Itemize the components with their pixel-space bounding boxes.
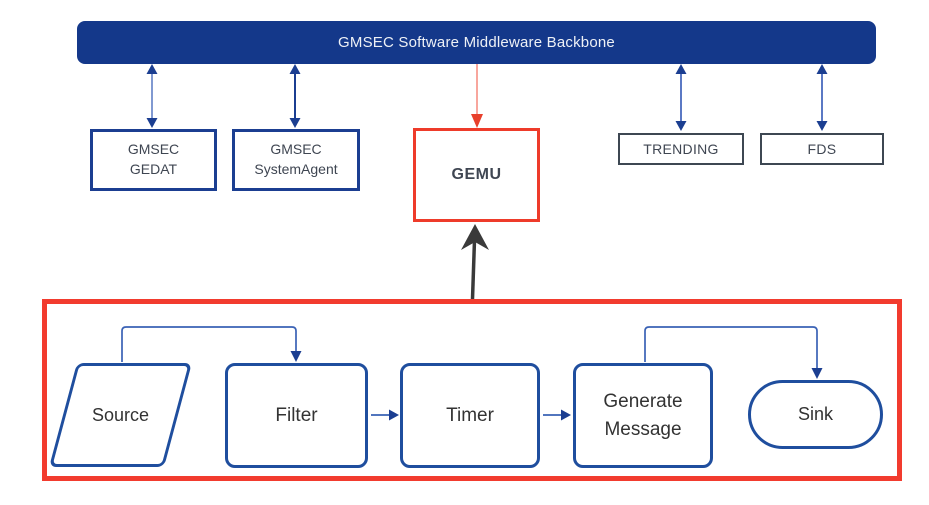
pipeline-sink-stadium: Sink bbox=[748, 380, 883, 449]
node-fds: FDS bbox=[760, 133, 884, 165]
pipeline-filter-label: Filter bbox=[275, 404, 318, 426]
double-arrow-backbone-fds-icon bbox=[816, 64, 828, 131]
node-gmsec-gedat: GMSEC GEDAT bbox=[90, 129, 217, 191]
double-arrow-backbone-systemagent-icon bbox=[289, 64, 301, 128]
node-gmsec-systemagent-label: GMSEC SystemAgent bbox=[254, 141, 338, 177]
pipeline-timer-label: Timer bbox=[446, 404, 494, 426]
pipeline-sink-label: Sink bbox=[797, 404, 833, 425]
pipeline-generate-message-box: Generate Message bbox=[573, 363, 713, 468]
arrow-backbone-gemu-icon bbox=[471, 64, 483, 128]
pipeline-source-label: Source bbox=[91, 404, 150, 425]
backbone-bar-label: GMSEC Software Middleware Backbone bbox=[338, 34, 615, 51]
pipeline-timer-box: Timer bbox=[400, 363, 540, 468]
node-trending-label: TRENDING bbox=[643, 141, 719, 157]
node-gmsec-gedat-label: GMSEC GEDAT bbox=[127, 141, 180, 177]
node-gemu-label: GEMU bbox=[451, 166, 502, 183]
node-gmsec-systemagent: GMSEC SystemAgent bbox=[232, 129, 360, 191]
pipeline-generate-message-label: Generate Message bbox=[603, 390, 683, 440]
double-arrow-backbone-trending-icon bbox=[675, 64, 687, 131]
double-arrow-backbone-gedat-icon bbox=[146, 64, 158, 128]
node-fds-label: FDS bbox=[807, 141, 837, 157]
arrow-pipeline-to-gemu-icon bbox=[461, 224, 489, 300]
node-gemu: GEMU bbox=[413, 128, 540, 222]
backbone-bar: GMSEC Software Middleware Backbone bbox=[77, 21, 876, 64]
node-trending: TRENDING bbox=[618, 133, 744, 165]
gemu-pipeline-frame bbox=[42, 299, 902, 481]
pipeline-filter-box: Filter bbox=[225, 363, 368, 468]
